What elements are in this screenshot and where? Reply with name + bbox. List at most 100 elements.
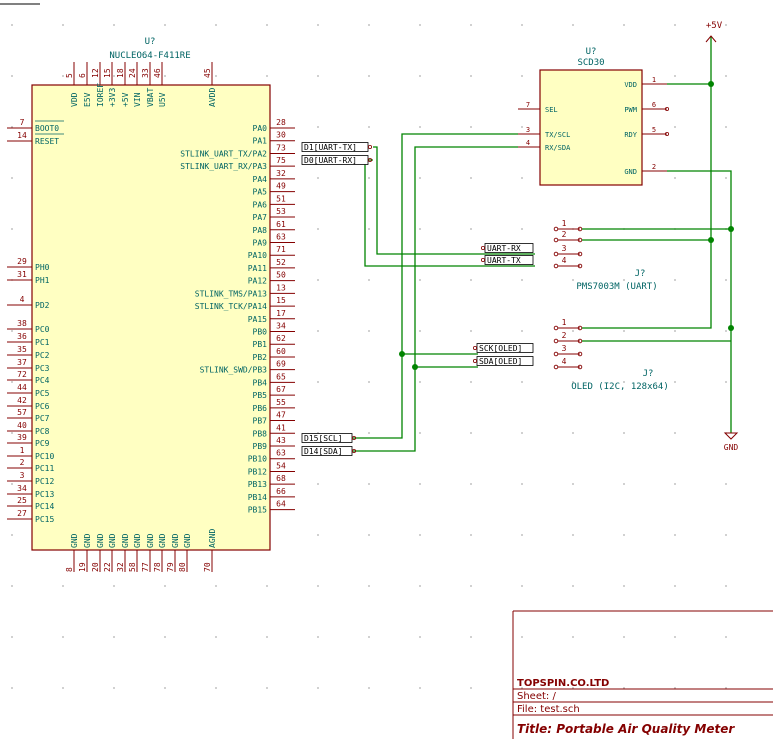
mcu-pin-number: 41 — [276, 423, 286, 432]
mcu-pin-number: 28 — [276, 118, 286, 127]
junction — [708, 237, 714, 243]
mcu-pin-name: PB7 — [253, 417, 268, 426]
mcu-pin-number: 1 — [20, 446, 25, 455]
mcu-pin-number: 45 — [203, 68, 212, 78]
mcu-pin-number: 5 — [65, 73, 74, 78]
oled-pin-number: 1 — [562, 318, 567, 327]
grid-dot — [368, 75, 370, 77]
mcu-pin-number: 77 — [141, 562, 150, 572]
oled-pin-end — [577, 351, 583, 357]
grid-dot — [572, 585, 574, 587]
mcu-pin-name: PA11 — [248, 264, 267, 273]
grid-dot — [11, 24, 13, 26]
net-label-end — [367, 144, 372, 149]
grid-dot — [470, 330, 472, 332]
pms-pin-end — [553, 251, 559, 257]
grid-dot — [623, 381, 625, 383]
mcu-pin-name: PC12 — [35, 477, 54, 486]
grid-dot — [674, 687, 676, 689]
grid-dot — [470, 483, 472, 485]
grid-dot — [521, 24, 523, 26]
grid-dot — [419, 126, 421, 128]
pms-pin-end — [553, 226, 559, 232]
mcu-pin-name: GND — [83, 533, 92, 548]
grid-dot — [470, 585, 472, 587]
grid-dot — [623, 330, 625, 332]
grid-dot — [521, 228, 523, 230]
scd30-pin-number: 7 — [526, 101, 530, 109]
scd30-value: SCD30 — [577, 58, 604, 68]
grid-dot — [266, 75, 268, 77]
mcu-pin-number: 62 — [276, 334, 286, 343]
mcu-pin-name: GND — [121, 533, 130, 548]
mcu-body — [31, 84, 271, 551]
scd30-pin-number: 2 — [652, 163, 656, 171]
grid-dot — [725, 177, 727, 179]
mcu-pin-name: PC8 — [35, 427, 50, 436]
mcu-pin-number: 18 — [116, 68, 125, 78]
grid-dot — [623, 279, 625, 281]
pms-ref: J? — [635, 269, 646, 279]
grid-dot — [317, 24, 319, 26]
grid-dot — [572, 534, 574, 536]
gnd-label: GND — [724, 443, 739, 452]
grid-dot — [113, 636, 115, 638]
grid-dot — [725, 330, 727, 332]
grid-dot — [419, 228, 421, 230]
grid-dot — [572, 432, 574, 434]
mcu-pin-number: 3 — [20, 471, 25, 480]
mcu-pin-name: PH0 — [35, 263, 50, 272]
wire-uart-rx-net — [364, 159, 535, 267]
mcu-pin-name: GND — [171, 533, 180, 548]
grid-dot — [674, 24, 676, 26]
mcu-pin-name: PC1 — [35, 338, 50, 347]
mcu-pin-name: PA9 — [253, 238, 268, 247]
grid-dot — [572, 483, 574, 485]
mcu-pin-number: 39 — [17, 433, 27, 442]
grid-dot — [572, 381, 574, 383]
grid-dot — [725, 381, 727, 383]
grid-dot — [317, 228, 319, 230]
mcu-pin-name: PB9 — [253, 442, 268, 451]
net-label-uart_rx: UART-RX — [487, 244, 521, 253]
mcu-pin-number: 51 — [276, 194, 286, 203]
mcu-pin-number: 67 — [276, 385, 286, 394]
mcu-pin-number: 50 — [276, 271, 286, 280]
mcu-pin-number: 20 — [91, 562, 100, 572]
grid-dot — [674, 534, 676, 536]
pms-pin-end — [553, 237, 559, 243]
junction — [728, 325, 734, 331]
mcu-pin-number: 71 — [276, 245, 286, 254]
grid-dot — [419, 636, 421, 638]
grid-dot — [113, 585, 115, 587]
grid-dot — [317, 330, 319, 332]
mcu-pin-name: PB6 — [253, 404, 268, 413]
mcu-pin-name: PC6 — [35, 402, 50, 411]
mcu-symbol[interactable]: U? NUCLEO64-F411RE 5VDD6E5V12IOREF15+3V3… — [7, 37, 295, 572]
pms-pin-end — [577, 226, 583, 232]
grid-dot — [113, 24, 115, 26]
grid-dot — [572, 24, 574, 26]
grid-dot — [623, 534, 625, 536]
mcu-pin-number: 34 — [17, 484, 27, 493]
grid-dot — [623, 585, 625, 587]
grid-dot — [470, 75, 472, 77]
grid-dot — [317, 687, 319, 689]
mcu-pin-number: 58 — [128, 562, 137, 572]
oled-pin-end — [577, 364, 583, 370]
net-label-end — [472, 345, 477, 350]
grid-dot — [317, 279, 319, 281]
mcu-pin-name: PB1 — [253, 340, 268, 349]
grid-dot — [62, 585, 64, 587]
grid-dot — [572, 687, 574, 689]
mcu-pin-number: 55 — [276, 398, 286, 407]
mcu-pin-name: PC11 — [35, 464, 54, 473]
oled-pin-number: 2 — [562, 331, 567, 340]
mcu-pin-name: PA12 — [248, 277, 267, 286]
grid-dot — [674, 585, 676, 587]
grid-dot — [725, 687, 727, 689]
